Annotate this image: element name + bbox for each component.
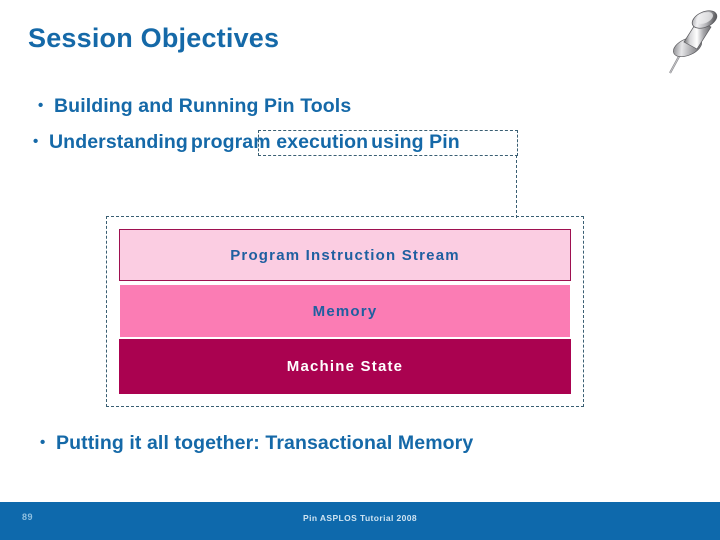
diagram-box-machine-state: Machine State: [119, 339, 571, 394]
diagram-box-label: Machine State: [286, 358, 404, 375]
diagram-box-program-instruction-stream: Program Instruction Stream: [119, 229, 571, 281]
bullet-item-1: • Building and Running Pin Tools: [38, 95, 351, 118]
bullet-marker-icon: •: [40, 434, 46, 451]
diagram-box-label: Program Instruction Stream: [230, 246, 460, 264]
diagram-callout-outline: [106, 216, 584, 407]
bullet-item-2-prefix: Understanding: [49, 131, 188, 153]
bullet-marker-icon: •: [38, 97, 44, 114]
bullet-item-3: • Putting it all together: Transactional …: [40, 432, 473, 455]
footer-bar: [0, 502, 720, 540]
highlighted-phrase: program execution: [190, 131, 369, 153]
pushpin-icon: [662, 4, 718, 76]
page-title: Session Objectives: [28, 23, 280, 53]
diagram-box-memory: Memory: [119, 284, 571, 338]
bullet-item-1-label: Building and Running Pin Tools: [54, 95, 352, 117]
footer-page-number: 89: [22, 512, 34, 522]
bullet-marker-icon: •: [33, 133, 39, 150]
bullet-item-2-suffix: using Pin: [371, 131, 460, 153]
bullet-item-2: • Understanding program execution using P…: [33, 131, 460, 154]
diagram-box-label: Memory: [312, 302, 378, 320]
footer-center-text: Pin ASPLOS Tutorial 2008: [303, 513, 417, 523]
bullet-item-3-label: Putting it all together: Transactional M…: [56, 432, 474, 454]
callout-connector-line: [516, 155, 517, 218]
